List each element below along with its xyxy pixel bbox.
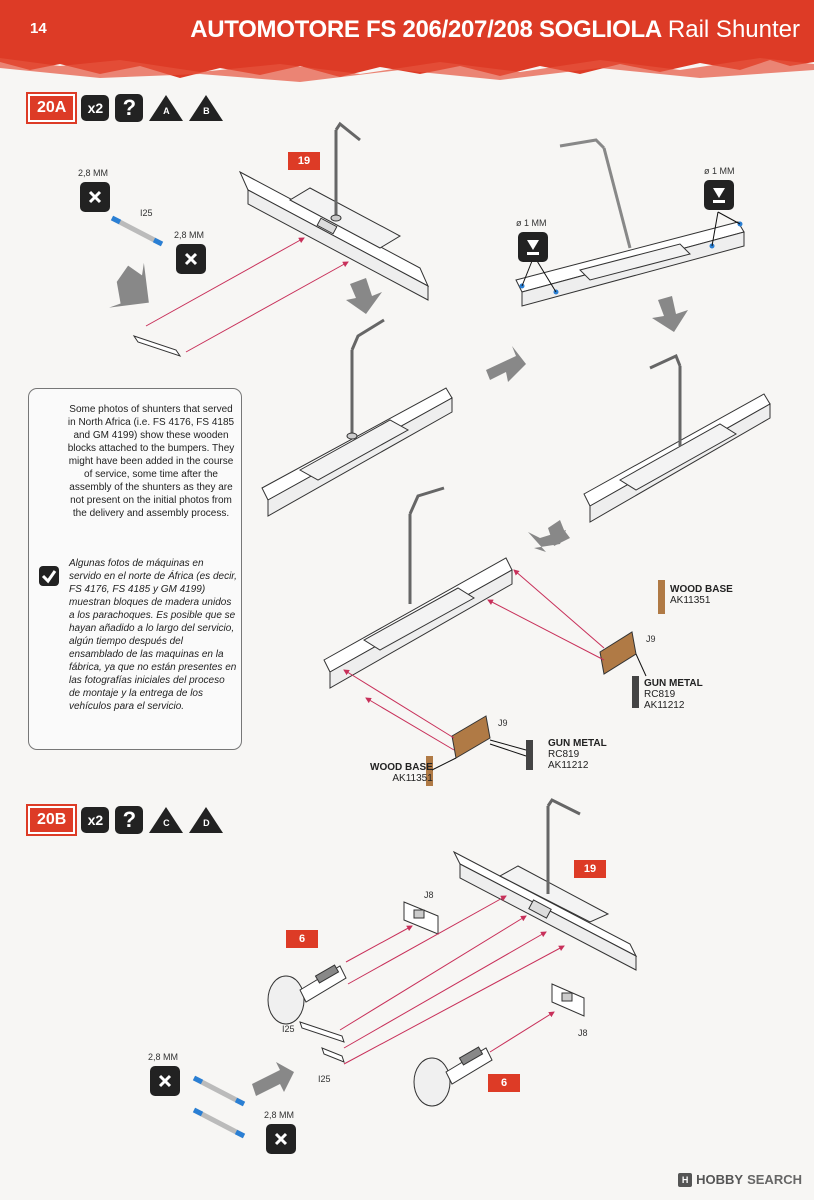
flow-arrows <box>109 262 688 1096</box>
step-number: 20A <box>28 94 76 122</box>
quantity-badge: x2 <box>81 807 110 833</box>
step-20a-header: 20A x2 ? A B <box>28 94 224 122</box>
strips-20b <box>299 1021 345 1063</box>
help-icon: ? <box>115 94 144 122</box>
frame-mid-right <box>583 353 771 523</box>
quantity-badge: x2 <box>81 95 110 121</box>
rod-i25 <box>110 215 164 247</box>
variant-c-icon: C <box>149 807 184 833</box>
frame-center <box>323 486 513 689</box>
frame-mid-left <box>261 318 453 517</box>
part-label-i25: I25 <box>318 1074 331 1084</box>
part-label-i25: I25 <box>140 208 153 218</box>
plate-j8-a <box>403 901 439 935</box>
info-note-box: Some photos of shunters that served in N… <box>28 388 242 750</box>
drill-icon <box>704 180 734 210</box>
part-tag-19: 19 <box>288 152 320 170</box>
rods-20b <box>192 1075 246 1139</box>
strip-part <box>132 335 182 357</box>
frame-20b <box>452 798 638 971</box>
part-label-i25: I25 <box>282 1024 295 1034</box>
drill-size-label: 2,8 MM <box>148 1052 179 1062</box>
drill-hole-label: ø 1 MM <box>704 166 735 176</box>
step-number: 20B <box>28 806 76 834</box>
drill-size-label: 2,8 MM <box>78 168 109 178</box>
note-english: Some photos of shunters that served in N… <box>67 404 235 519</box>
frame-19-top <box>238 121 430 301</box>
part-tag-6: 6 <box>488 1074 520 1092</box>
step-20b-header: 20B x2 ? C D <box>28 806 224 834</box>
title-light: Rail Shunter <box>667 16 800 43</box>
part-label-j9: J9 <box>498 718 508 728</box>
no-drill-icon <box>150 1066 180 1096</box>
variant-a-icon: A <box>149 95 184 121</box>
plate-j8-b <box>551 983 585 1017</box>
wood-block-2 <box>451 715 491 759</box>
part-label-j8: J8 <box>578 1028 588 1038</box>
variant-b-icon: B <box>189 95 224 121</box>
drill-size-label: 2,8 MM <box>174 230 205 240</box>
header-brush-banner <box>0 0 814 82</box>
drill-hole-label: ø 1 MM <box>516 218 547 228</box>
no-drill-icon <box>80 182 110 212</box>
no-drill-icon <box>176 244 206 274</box>
buffer-a <box>267 964 347 1025</box>
frame-top-right <box>515 138 745 307</box>
page-number: 14 <box>30 20 47 37</box>
no-drill-icon <box>266 1124 296 1154</box>
hobby-search-logo-icon: H <box>678 1172 693 1187</box>
part-tag-6: 6 <box>286 930 318 948</box>
wood-block-1 <box>599 631 637 675</box>
note-spanish: Algunas fotos de máquinas en servido en … <box>69 558 237 712</box>
part-tag-19: 19 <box>574 860 606 878</box>
part-label-j9: J9 <box>646 634 656 644</box>
variant-d-icon: D <box>189 807 224 833</box>
check-icon <box>39 566 59 591</box>
part-label-j8: J8 <box>424 890 434 900</box>
drill-size-label: 2,8 MM <box>264 1110 295 1120</box>
drill-icon <box>518 232 548 262</box>
buffer-b <box>413 1046 493 1107</box>
help-icon: ? <box>115 806 144 834</box>
title-bold: AUTOMOTORE FS 206/207/208 SOGLIOLA <box>190 16 662 43</box>
